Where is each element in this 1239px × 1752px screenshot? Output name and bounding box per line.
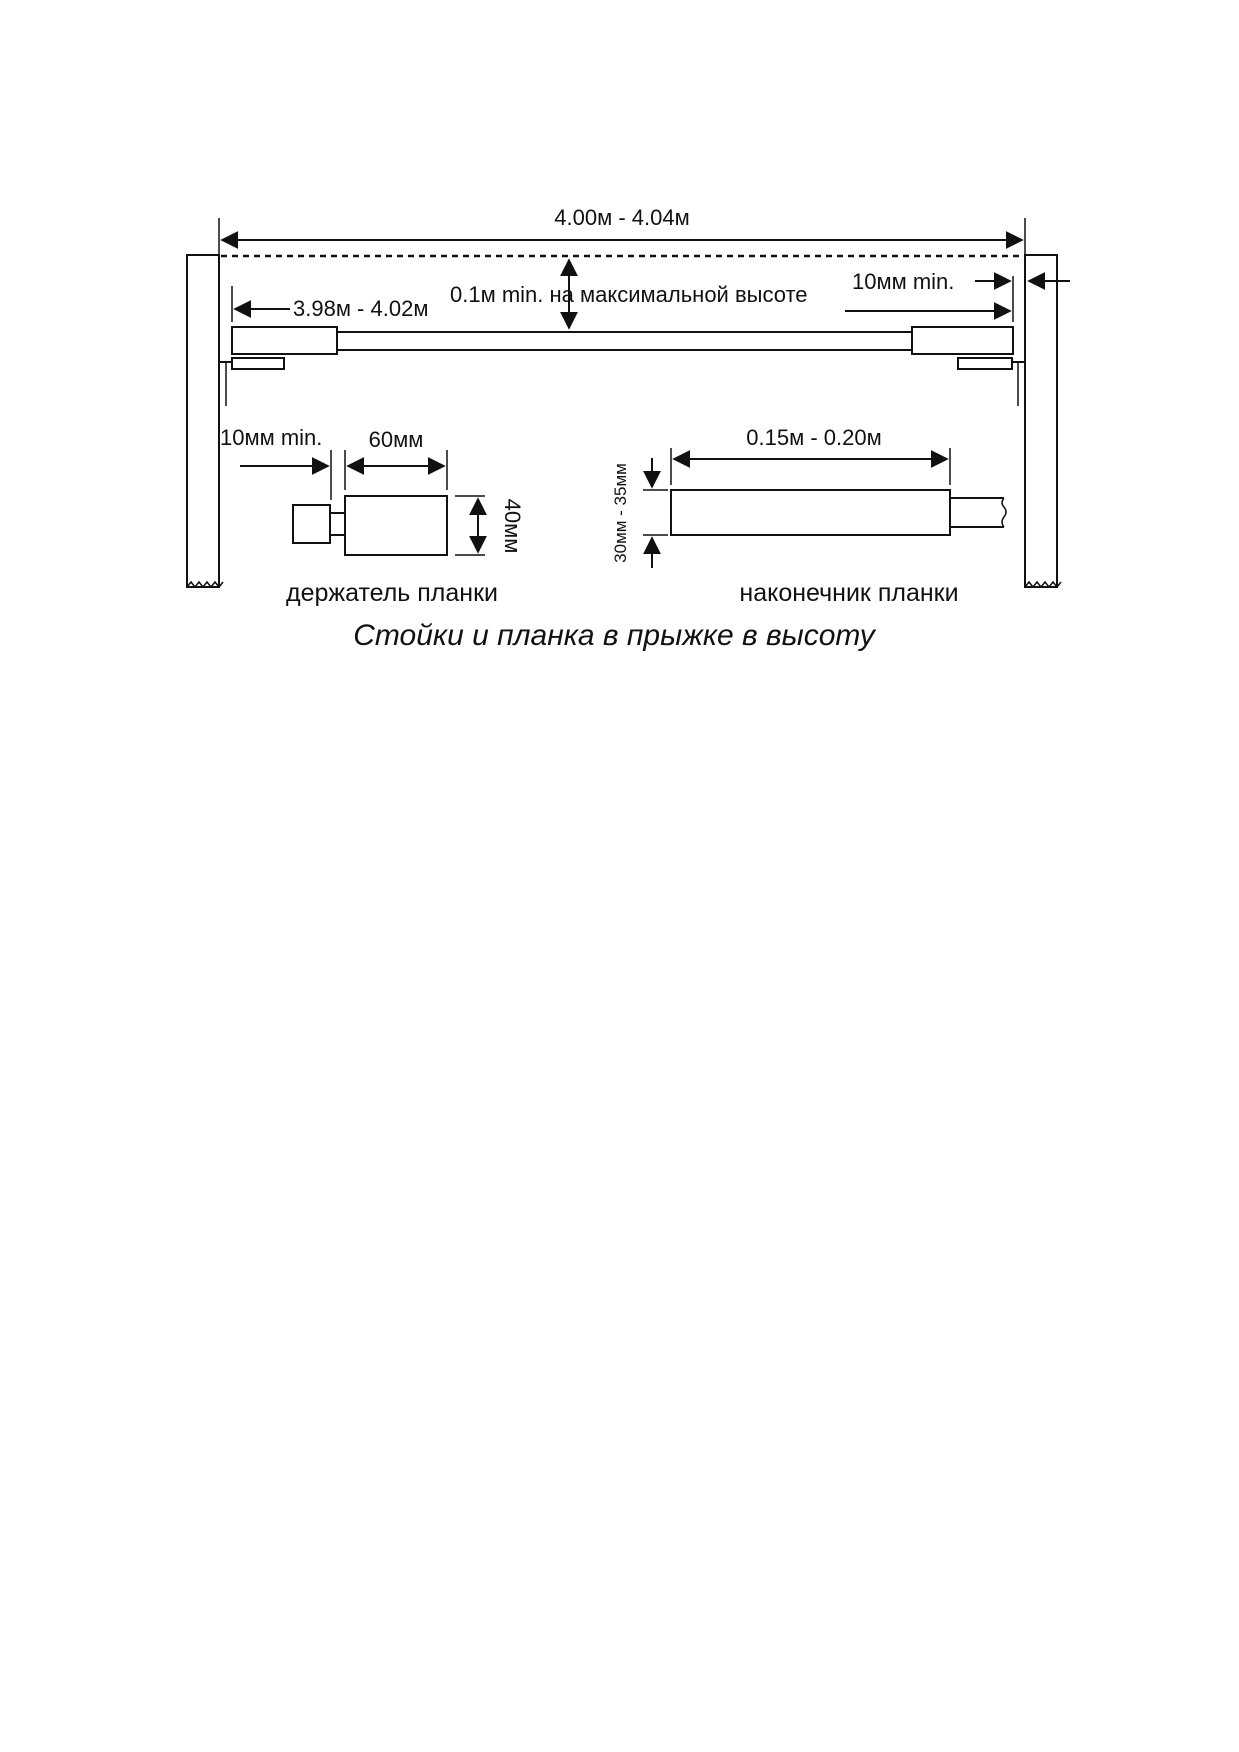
total-width-label: 4.00м - 4.04м — [554, 205, 689, 230]
end-caption: наконечник планки — [739, 579, 958, 607]
bar-length-label: 3.98м - 4.02м — [293, 296, 428, 321]
right-upright — [1024, 254, 1062, 589]
total-width-dimension: 4.00м - 4.04м — [218, 205, 1026, 255]
end-length-label: 0.15м - 0.20м — [746, 425, 881, 450]
clearance-dimension: 0.1м min. на максимальной высоте — [450, 258, 808, 330]
holder-caption: держатель планки — [286, 579, 498, 607]
min-gap-label-top: 10мм min. — [852, 269, 954, 294]
holder-height-label: 40мм — [500, 499, 525, 554]
diagram-title: Стойки и планка в прыжке в высоту — [353, 619, 877, 652]
left-upright — [186, 254, 224, 589]
holder-gap-label: 10мм min. — [220, 425, 322, 450]
bar-holder-detail: 10мм min. 60мм 40мм держатель планки — [220, 425, 525, 607]
holder-width-label: 60мм — [369, 427, 424, 452]
right-gap-dimension: 10мм min. — [852, 269, 1070, 294]
bar-end-detail: 0.15м - 0.20м 30мм - 35мм наконечник пла… — [611, 425, 1007, 607]
end-diameter-label: 30мм - 35мм — [611, 463, 630, 563]
bar-length-dimension: 3.98м - 4.02м — [231, 276, 1014, 322]
crossbar-assembly — [218, 326, 1026, 406]
clearance-label: 0.1м min. на максимальной высоте — [450, 282, 808, 307]
